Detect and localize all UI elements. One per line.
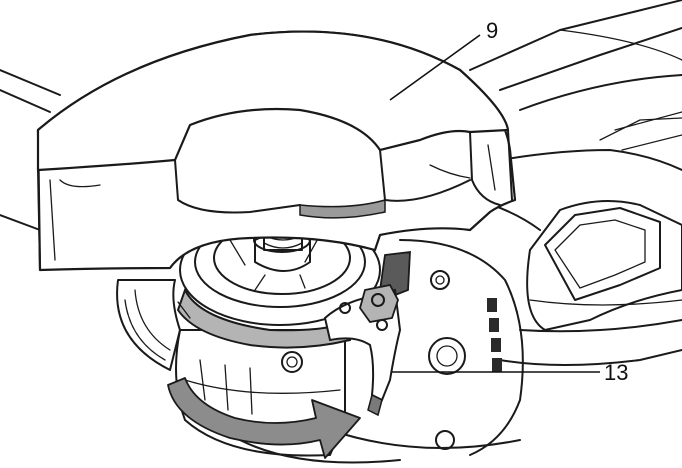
guard-clamp-band <box>176 287 351 349</box>
guard-release-lever <box>323 250 411 417</box>
callout-9-leader <box>389 34 481 101</box>
cable-lines <box>0 69 61 231</box>
vent-slot <box>489 318 499 332</box>
vent-slot <box>487 298 497 312</box>
grip-housing <box>526 200 682 331</box>
side-screw <box>428 337 466 375</box>
callout-13-label: 13 <box>604 360 628 385</box>
tool-body <box>239 0 682 464</box>
vent-slot <box>491 338 501 352</box>
callout-13: 13 <box>392 360 628 385</box>
callout-9-label: 9 <box>486 18 498 43</box>
gear-housing <box>116 279 346 457</box>
vent-slot <box>492 358 502 372</box>
guard <box>36 30 517 272</box>
rotation-direction-arrow <box>167 377 361 459</box>
callout-9: 9 <box>389 18 498 101</box>
